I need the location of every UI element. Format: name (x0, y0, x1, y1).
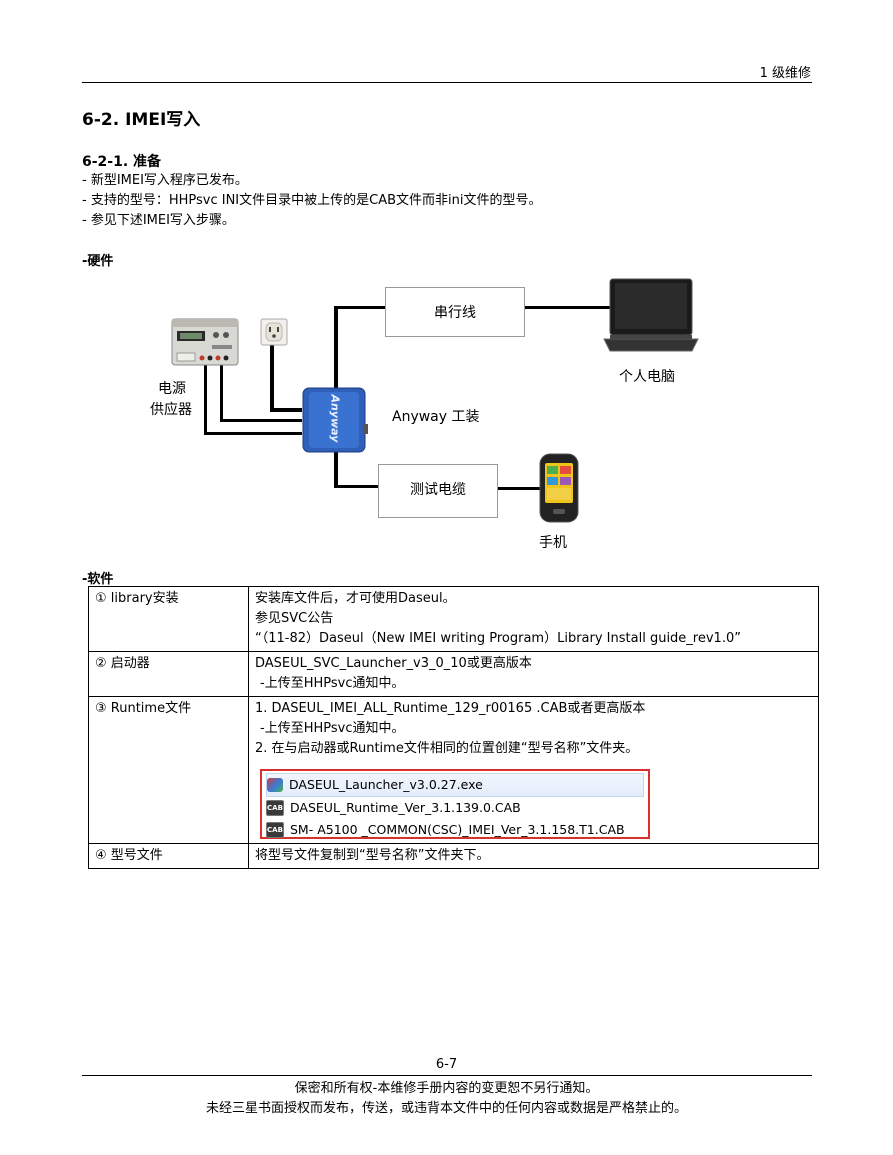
pc-label: 个人电脑 (619, 369, 675, 385)
wall-outlet-icon (260, 318, 288, 346)
wire-jig-serial-h (334, 306, 386, 309)
hardware-label: -硬件 (82, 254, 114, 269)
row1-line3: “（11-82）Daseul（New IMEI writing Program）… (255, 631, 741, 646)
file-list-screenshot: DASEUL_Launcher_v3.0.27.exe CAB DASEUL_R… (260, 769, 650, 839)
serial-cable-label: 串行线 (434, 305, 476, 321)
row4-desc: 将型号文件复制到“型号名称”文件夹下。 (248, 843, 819, 869)
file-name-model-cab: SM- A5100 _COMMON(CSC)_IMEI_Ver_3.1.158.… (290, 822, 625, 837)
wire-test-phone (497, 487, 541, 490)
file-item-launcher[interactable]: DASEUL_Launcher_v3.0.27.exe (266, 773, 644, 797)
software-label: -软件 (82, 572, 114, 587)
page-title: 6-2. IMEI写入 (82, 110, 201, 130)
row3-name: ③ Runtime文件 (88, 696, 249, 844)
row1-desc: 安装库文件后，才可使用Daseul。 参见SVC公告 “（11-82）Daseu… (248, 586, 819, 652)
wire-psu-a-h (220, 419, 302, 422)
test-cable-box: 测试电缆 (378, 464, 498, 518)
row2-desc: DASEUL_SVC_Launcher_v3_0_10或更高版本 -上传至HHP… (248, 651, 819, 697)
header-rule (82, 82, 812, 83)
row3-line2: -上传至HHPsvc通知中。 (260, 721, 405, 736)
file-name-launcher: DASEUL_Launcher_v3.0.27.exe (289, 777, 483, 792)
bullet-1: - 新型IMEI写入程序已发布。 (82, 173, 248, 188)
footer-line-2: 未经三星书面授权而发布，传送，或违背本文件中的任何内容或数据是严格禁止的。 (205, 1101, 687, 1116)
row2-line1: DASEUL_SVC_Launcher_v3_0_10或更高版本 (255, 656, 532, 671)
row2-name: ② 启动器 (88, 651, 249, 697)
jig-label: Anyway 工装 (392, 409, 480, 425)
jig-brand-text: Anyway (328, 394, 342, 443)
wire-outlet-v (270, 342, 274, 412)
wire-jig-serial-v (334, 306, 338, 412)
table-row: ③ Runtime文件 1. DASEUL_IMEI_ALL_Runtime_1… (88, 696, 819, 844)
serial-cable-box: 串行线 (385, 287, 525, 337)
cab-file-icon: CAB (266, 822, 284, 838)
wire-psu-a-v (220, 365, 223, 421)
wire-jig-test-h (334, 485, 380, 488)
table-row: ② 启动器 DASEUL_SVC_Launcher_v3_0_10或更高版本 -… (88, 651, 819, 697)
row1-line2: 参见SVC公告 (255, 611, 334, 626)
row1-name: ① library安装 (88, 586, 249, 652)
row3-line3: 2. 在与启动器或Runtime文件相同的位置创建“型号名称”文件夹。 (255, 741, 639, 756)
software-table: ① library安装 安装库文件后，才可使用Daseul。 参见SVC公告 “… (88, 586, 819, 869)
table-row: ① library安装 安装库文件后，才可使用Daseul。 参见SVC公告 “… (88, 586, 819, 652)
bullet-2: - 支持的型号：HHPsvc INI文件目录中被上传的是CAB文件而非ini文件… (82, 193, 542, 208)
wire-jig-test-v (334, 450, 338, 488)
table-row: ④ 型号文件 将型号文件复制到“型号名称”文件夹下。 (88, 843, 819, 869)
footer-line-1: 保密和所有权-本维修手册内容的变更恕不另行通知。 (294, 1081, 599, 1096)
section-title: 6-2-1. 准备 (82, 154, 162, 170)
row2-line2: -上传至HHPsvc通知中。 (260, 676, 405, 691)
phone-label: 手机 (539, 535, 567, 551)
cab-file-icon: CAB (266, 800, 284, 816)
row4-line1: 将型号文件复制到“型号名称”文件夹下。 (255, 848, 490, 863)
row4-name: ④ 型号文件 (88, 843, 249, 869)
exe-file-icon (267, 778, 283, 792)
row3-line1: 1. DASEUL_IMEI_ALL_Runtime_129_r00165 .C… (255, 701, 646, 716)
power-supply-label-line1: 电源 (158, 381, 186, 397)
test-cable-label: 测试电缆 (410, 482, 466, 498)
footer-rule (82, 1075, 812, 1076)
power-supply-icon (171, 318, 239, 366)
mobile-phone-icon (539, 453, 579, 523)
laptop-icon (603, 278, 699, 352)
anyway-jig-icon: Anyway (301, 384, 369, 454)
wire-serial-pc (525, 306, 615, 309)
header-section-label: 1 级维修 (759, 66, 811, 81)
wire-psu-b-v (204, 365, 207, 435)
file-item-model-cab[interactable]: CAB SM- A5100 _COMMON(CSC)_IMEI_Ver_3.1.… (266, 819, 644, 841)
row3-desc: 1. DASEUL_IMEI_ALL_Runtime_129_r00165 .C… (248, 696, 819, 844)
wire-psu-b-h (204, 432, 302, 435)
bullet-3: - 参见下述IMEI写入步骤。 (82, 213, 235, 228)
file-item-runtime[interactable]: CAB DASEUL_Runtime_Ver_3.1.139.0.CAB (266, 797, 644, 819)
power-supply-label-line2: 供应器 (150, 402, 192, 418)
wire-outlet-h (270, 408, 302, 412)
page-number: 6-7 (435, 1057, 458, 1072)
file-name-runtime: DASEUL_Runtime_Ver_3.1.139.0.CAB (290, 800, 521, 815)
row1-line1: 安装库文件后，才可使用Daseul。 (255, 591, 456, 606)
